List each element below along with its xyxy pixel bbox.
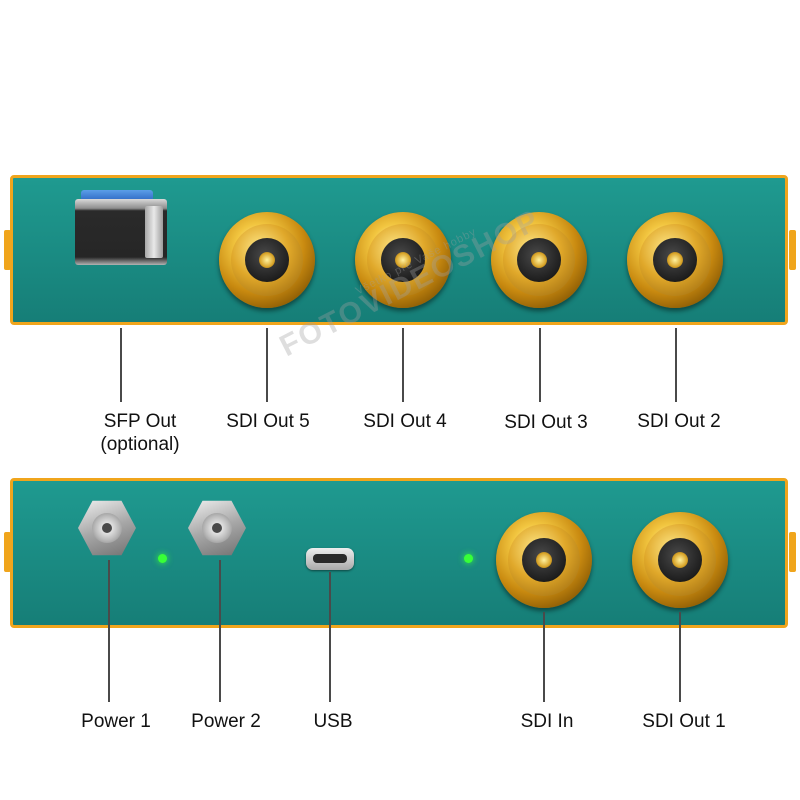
sdi-out-5-label: SDI Out 5 (226, 411, 310, 432)
power-1-label: Power 1 (81, 711, 151, 732)
callout-line (402, 328, 404, 402)
bottom-panel-left-tab (4, 532, 11, 572)
bnc-connector-icon (496, 512, 592, 608)
sdi-in-label: SDI In (520, 711, 574, 732)
sdi-out-2-label: SDI Out 2 (637, 411, 721, 432)
dc-power-connector-icon (78, 499, 136, 557)
sfp-module-icon (75, 190, 167, 270)
top-panel-right-tab (789, 230, 796, 270)
bnc-connector-icon (627, 212, 723, 308)
usb-port-icon (306, 548, 354, 570)
led-indicator-icon (158, 554, 167, 563)
sdi-out-4-label: SDI Out 4 (363, 411, 447, 432)
callout-line (219, 560, 221, 702)
usb-label: USB (313, 711, 353, 732)
bnc-connector-icon (491, 212, 587, 308)
sdi-out-1-label: SDI Out 1 (642, 711, 726, 732)
bnc-connector-icon (219, 212, 315, 308)
callout-line (120, 328, 122, 402)
sfp-out-label: SFP Out (optional) (100, 410, 179, 456)
dc-power-connector-icon (188, 499, 246, 557)
callout-line (675, 328, 677, 402)
bnc-connector-icon (632, 512, 728, 608)
callout-line (266, 328, 268, 402)
callout-line (543, 612, 545, 702)
sdi-out-3-label: SDI Out 3 (504, 412, 588, 433)
led-indicator-icon (464, 554, 473, 563)
callout-line (679, 612, 681, 702)
power-2-label: Power 2 (191, 711, 261, 732)
top-panel-left-tab (4, 230, 11, 270)
bottom-panel-right-tab (789, 532, 796, 572)
callout-line (329, 572, 331, 702)
bnc-connector-icon (355, 212, 451, 308)
callout-line (539, 328, 541, 402)
sfp-out-label-text: SFP Out (103, 411, 177, 432)
callout-line (108, 560, 110, 702)
sfp-optional-label-text: (optional) (100, 434, 180, 455)
